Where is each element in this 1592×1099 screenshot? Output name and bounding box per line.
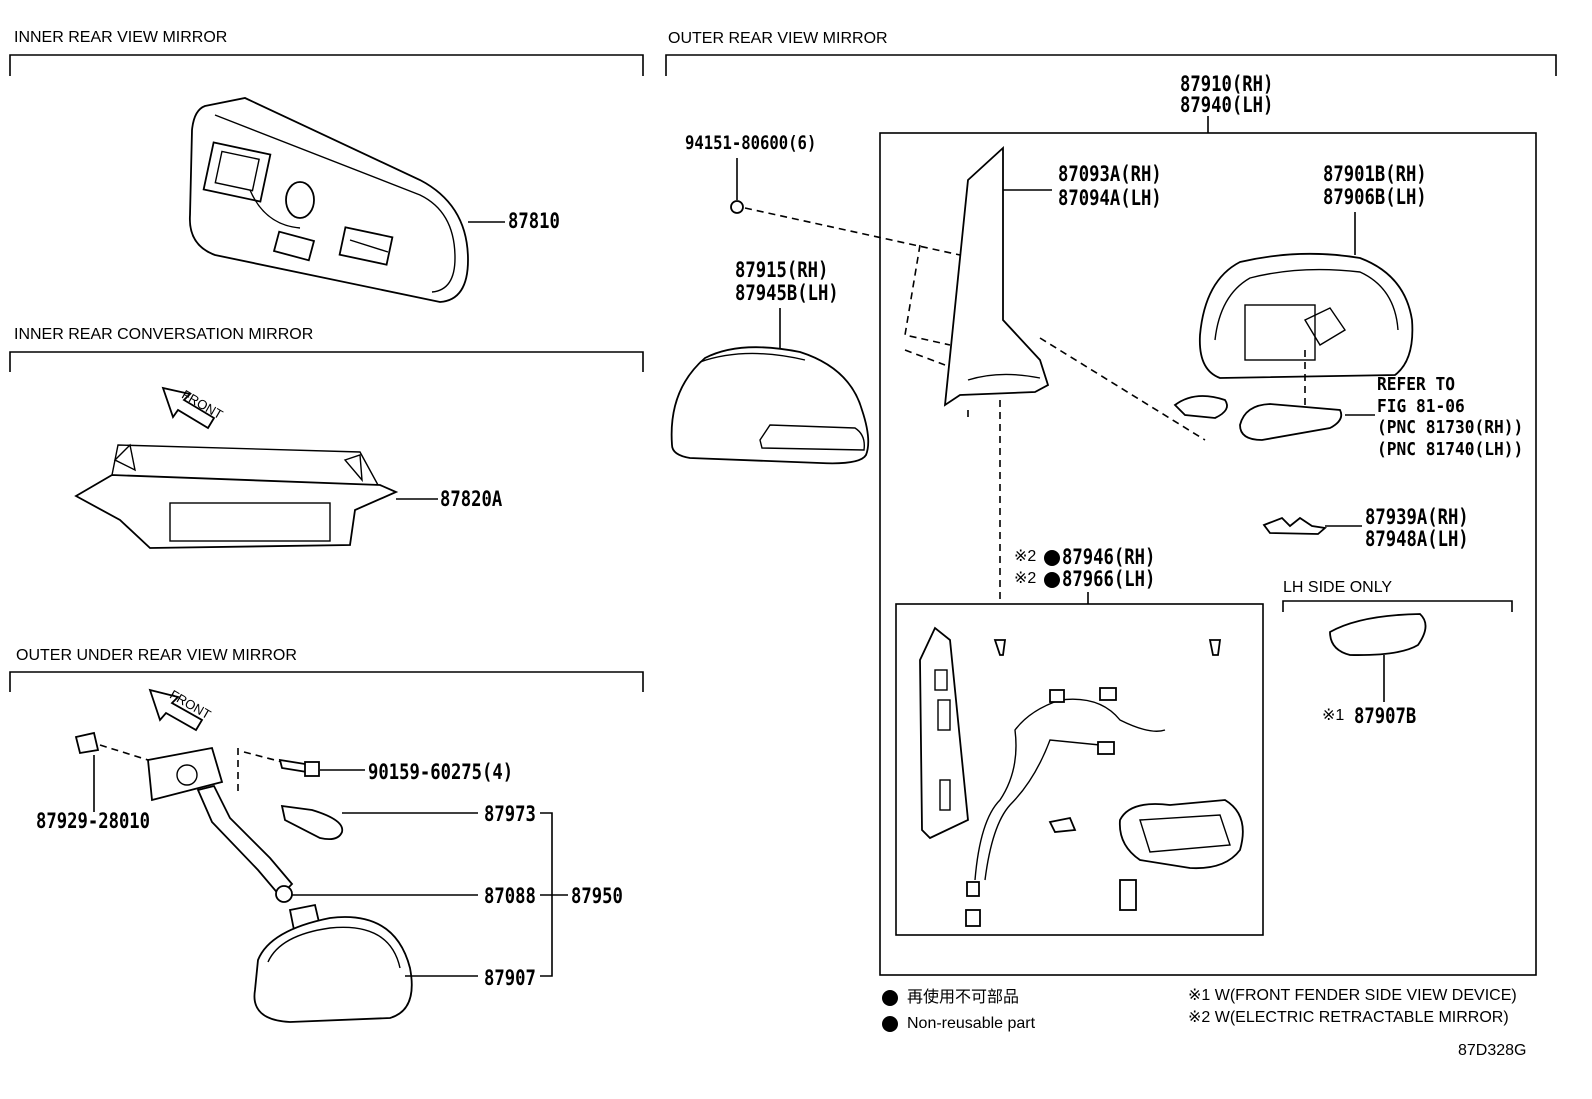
part-number-87948a-lh[interactable]: 87948A(LH) bbox=[1365, 527, 1469, 551]
part-number-87945b-lh[interactable]: 87945B(LH) bbox=[735, 281, 839, 305]
part-number-94151-80600[interactable]: 94151-80600(6) bbox=[685, 132, 817, 154]
section-title-lh-side-only: LH SIDE ONLY bbox=[1283, 579, 1393, 596]
part-number-87950[interactable]: 87950 bbox=[571, 884, 623, 908]
section-title-outer-under-rear-view-mirror: OUTER UNDER REAR VIEW MIRROR bbox=[16, 647, 297, 664]
bullet-icon bbox=[1044, 572, 1060, 588]
section-title-inner-rear-conversation-mirror: INNER REAR CONVERSATION MIRROR bbox=[14, 326, 314, 343]
part-number-87946-rh[interactable]: 87946(RH) bbox=[1062, 545, 1156, 569]
under-mirror-drawing bbox=[74, 688, 568, 1023]
refer-note-line: (PNC 81730(RH)) bbox=[1377, 417, 1524, 438]
refer-note-line[interactable]: FIG 81-06 bbox=[1377, 396, 1465, 417]
note-mark: ※2 bbox=[1014, 570, 1037, 587]
part-number-87094a-lh[interactable]: 87094A(LH) bbox=[1058, 186, 1162, 210]
refer-note-line: REFER TO bbox=[1377, 374, 1456, 395]
inner-mirror-drawing bbox=[189, 97, 505, 303]
part-number-87907b[interactable]: 87907B bbox=[1354, 704, 1417, 728]
legend-non-reusable: Non-reusable part bbox=[907, 1015, 1036, 1032]
section-title-outer-rear-view-mirror: OUTER REAR VIEW MIRROR bbox=[668, 30, 888, 47]
bullet-icon bbox=[1044, 550, 1060, 566]
part-number-87906b-lh[interactable]: 87906B(LH) bbox=[1323, 185, 1427, 209]
note-mark: ※1 bbox=[1322, 707, 1345, 724]
figure-id: 87D328G bbox=[1458, 1042, 1527, 1059]
conversation-mirror-drawing bbox=[74, 386, 438, 549]
part-number-87973[interactable]: 87973 bbox=[484, 802, 536, 826]
note-mark: ※2 bbox=[1014, 548, 1037, 565]
part-number-87929-28010[interactable]: 87929-28010 bbox=[36, 809, 151, 833]
section-title-inner-rear-view-mirror: INNER REAR VIEW MIRROR bbox=[14, 29, 228, 46]
legend-note-1: ※1 W(FRONT FENDER SIDE VIEW DEVICE) bbox=[1188, 987, 1517, 1004]
part-number-87915-rh[interactable]: 87915(RH) bbox=[735, 258, 829, 282]
legend-note-2: ※2 W(ELECTRIC RETRACTABLE MIRROR) bbox=[1188, 1009, 1509, 1026]
bullet-icon bbox=[882, 990, 898, 1006]
part-number-87820a[interactable]: 87820A bbox=[440, 487, 503, 511]
part-number-87088[interactable]: 87088 bbox=[484, 884, 536, 908]
outer-mirror-drawing bbox=[670, 116, 1537, 1032]
part-number-87910-rh[interactable]: 87910(RH) bbox=[1180, 72, 1274, 96]
part-number-87810[interactable]: 87810 bbox=[508, 209, 560, 233]
part-number-90159-60275[interactable]: 90159-60275(4) bbox=[368, 760, 514, 784]
part-number-87907[interactable]: 87907 bbox=[484, 966, 536, 990]
part-number-87939a-rh[interactable]: 87939A(RH) bbox=[1365, 505, 1469, 529]
bullet-icon bbox=[882, 1016, 898, 1032]
part-number-87093a-rh[interactable]: 87093A(RH) bbox=[1058, 162, 1162, 186]
part-number-87901b-rh[interactable]: 87901B(RH) bbox=[1323, 162, 1427, 186]
part-number-87966-lh[interactable]: 87966(LH) bbox=[1062, 567, 1156, 591]
part-number-87940-lh[interactable]: 87940(LH) bbox=[1180, 93, 1274, 117]
section-brackets bbox=[9, 54, 1557, 692]
refer-note-line: (PNC 81740(LH)) bbox=[1377, 439, 1524, 460]
legend-japanese: 再使用不可部品 bbox=[907, 989, 1020, 1006]
